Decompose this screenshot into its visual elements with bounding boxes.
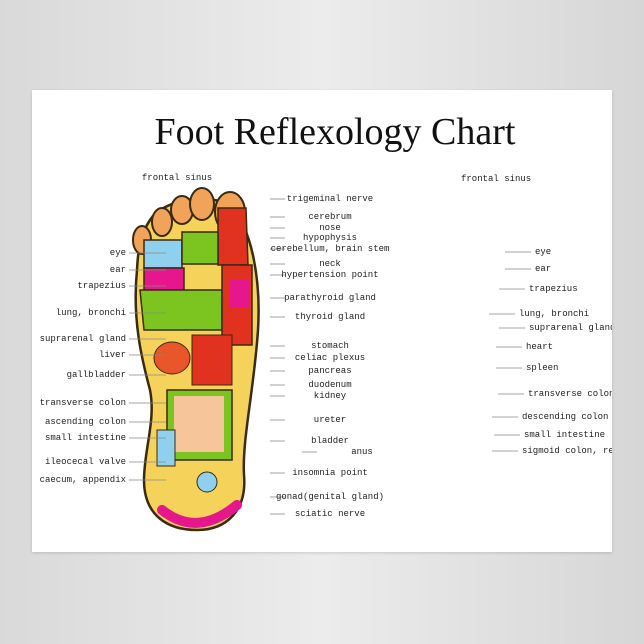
center-label: nose [319,223,341,233]
left-label: ear [109,265,126,275]
toe [189,187,215,221]
left-label: small intestine [44,433,126,443]
liver-organ [153,341,191,375]
right-label: sigmoid colon, rec [522,446,612,456]
left-label: eye [109,248,126,258]
page-title: Foot Reflexology Chart [154,111,516,153]
center-label: neck [319,259,341,269]
center-label: thyroid gland [294,312,366,322]
eye-ear-zone [143,239,183,269]
center-label: stomach [311,341,349,351]
lung-zone [139,289,223,331]
right-label: transverse colon [528,389,612,399]
center-label: ureter [313,415,347,425]
right-label: trapezius [529,284,578,294]
left-label: ascending colon [44,417,126,427]
left-label: lung, bronchi [55,308,126,318]
center-label: bladder [311,436,349,446]
colon-zone [156,429,176,467]
sciatic-zone [157,500,242,528]
center-label: duodenum [308,380,352,390]
right-label: suprarenal gland [529,323,612,333]
left-label: suprarenal gland [39,334,126,344]
small-intestine-organ [174,396,224,452]
center-label: anus [351,447,373,457]
parathyroid-zone [230,280,250,308]
right-label: eye [535,247,552,257]
center-label: hypophysis [302,233,358,243]
center-label: cerebellum, brain stem [270,244,390,254]
right-label: spleen [526,363,559,373]
right-label: heart [526,342,554,352]
center-label: celiac plexus [294,353,366,363]
leader-lines [129,198,531,515]
toe [151,207,173,237]
right-label: frontal sinus [461,174,532,184]
reflexology-poster: Foot Reflexology Chart frontal sinus eye e… [32,90,612,552]
big-toe-zone [217,207,249,266]
right-label: lung, bronchi [519,309,590,319]
feet-illustration [129,187,531,532]
left-foot-illustration [132,187,260,532]
right-label: small intestine [524,430,606,440]
gonad-zone [196,471,218,493]
center-label: trigeminal nerve [286,194,374,204]
left-label: liver [98,350,126,360]
left-label: gallbladder [66,370,126,380]
center-label: hypertension point [281,270,379,280]
right-label: descending colon [522,412,609,422]
left-label: frontal sinus [141,173,213,183]
left-label: trapezius [77,281,126,291]
left-label: transverse colon [39,398,126,408]
left-label: caecum, appendix [39,475,126,485]
head-zone [181,231,219,265]
center-label: sciatic nerve [294,509,366,519]
center-label: kidney [313,391,347,401]
center-label: parathyroid gland [284,293,376,303]
center-label: gonad(genital gland) [275,492,385,502]
right-label: ear [535,264,552,274]
center-label: pancreas [308,366,352,376]
trapezius-zone [143,267,185,291]
left-label: ileocecal valve [44,457,126,467]
stomach-zone [191,334,233,386]
center-label: insomnia point [292,468,368,478]
center-label: cerebrum [308,212,352,222]
